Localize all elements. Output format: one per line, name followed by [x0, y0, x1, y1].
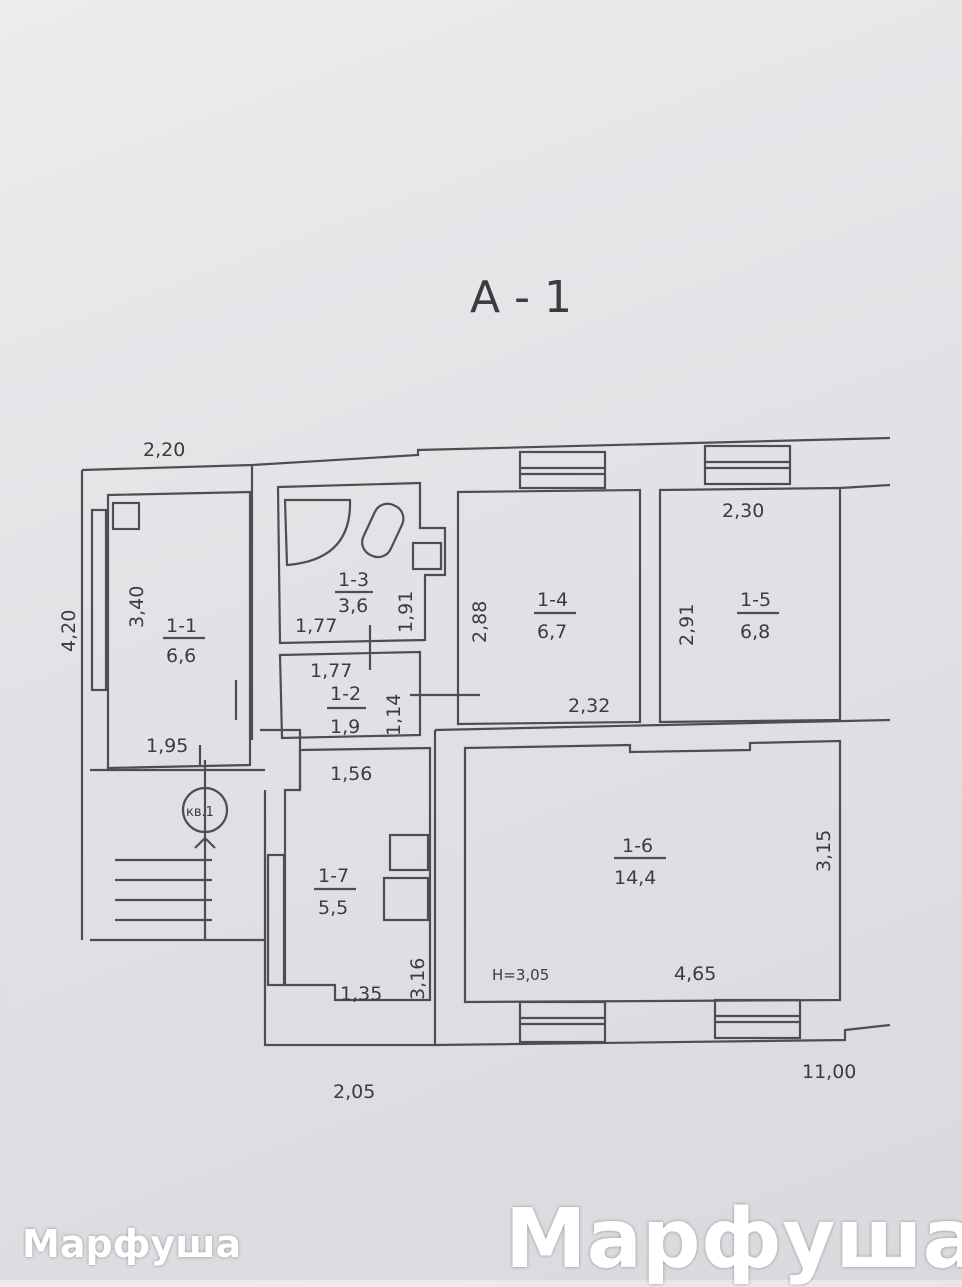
- kitchen-sink-icon: [388, 833, 430, 872]
- dimension-r13-height: 1,91: [395, 591, 417, 633]
- room-1-5-area: 6,8: [740, 621, 770, 643]
- dimension-top-left-width: 2,20: [143, 439, 185, 461]
- dimension-left-height: 4,20: [58, 610, 80, 652]
- walls: [80, 436, 891, 1047]
- dimension-r17-width-bottom: 1,35: [340, 983, 382, 1005]
- dimension-r14-width: 2,32: [568, 695, 610, 717]
- room-1-7-id: 1-7: [318, 865, 349, 887]
- watermark-small: Марфуша: [22, 1222, 242, 1266]
- dimension-r12-width: 1,77: [310, 660, 352, 682]
- dimension-r16-width: 4,65: [674, 963, 716, 985]
- cooktop-icon: [382, 876, 430, 922]
- plan-title: A - 1: [470, 272, 572, 323]
- room-1-2-area: 1,9: [330, 716, 360, 738]
- dimension-r13-width: 1,77: [295, 615, 337, 637]
- bathtub-icon: [283, 498, 352, 567]
- dimension-total: 11,00: [802, 1061, 856, 1083]
- dimension-r12-height: 1,14: [383, 694, 405, 736]
- watermark-large: Марфуша: [505, 1192, 962, 1287]
- toilet-icon: [361, 502, 405, 559]
- entrance-label: кв.1: [186, 805, 214, 820]
- room-1-4-area: 6,7: [537, 621, 567, 643]
- dimension-r14-height: 2,88: [469, 601, 491, 643]
- room-labels: 1-1 6,6 1-2 1,9 1-3 3,6 1-4 6,7 1-5 6,8 …: [163, 569, 779, 919]
- room-1-7-area: 5,5: [318, 897, 348, 919]
- room-1-5-id: 1-5: [740, 589, 771, 611]
- room-1-2-id: 1-2: [330, 683, 361, 705]
- windows: [90, 444, 802, 1044]
- dimension-r17-width-top: 1,56: [330, 763, 372, 785]
- sink-icon: [411, 541, 443, 571]
- dimension-bottom-left: 2,05: [333, 1081, 375, 1103]
- dimension-ceiling: H=3,05: [492, 966, 549, 984]
- dimension-r15-height: 2,91: [676, 604, 698, 646]
- dimension-r16-height: 3,15: [813, 830, 835, 872]
- fixtures: [111, 498, 480, 940]
- dimension-r15-width: 2,30: [722, 500, 764, 522]
- room-1-1-id: 1-1: [166, 615, 197, 637]
- stove-icon: [111, 501, 141, 531]
- room-1-6-id: 1-6: [622, 835, 653, 857]
- room-1-6-area: 14,4: [614, 867, 656, 889]
- dimension-r11-width: 1,95: [146, 735, 188, 757]
- room-1-3-area: 3,6: [338, 595, 368, 617]
- room-1-4-id: 1-4: [537, 589, 568, 611]
- dimension-r17-height: 3,16: [407, 958, 429, 1000]
- room-1-1-area: 6,6: [166, 645, 196, 667]
- dimension-r11-height: 3,40: [126, 586, 148, 628]
- dimension-labels: 2,20 4,20 3,40 1,95 1,77 1,91 1,77 1,14 …: [58, 439, 856, 1103]
- room-1-3-id: 1-3: [338, 569, 369, 591]
